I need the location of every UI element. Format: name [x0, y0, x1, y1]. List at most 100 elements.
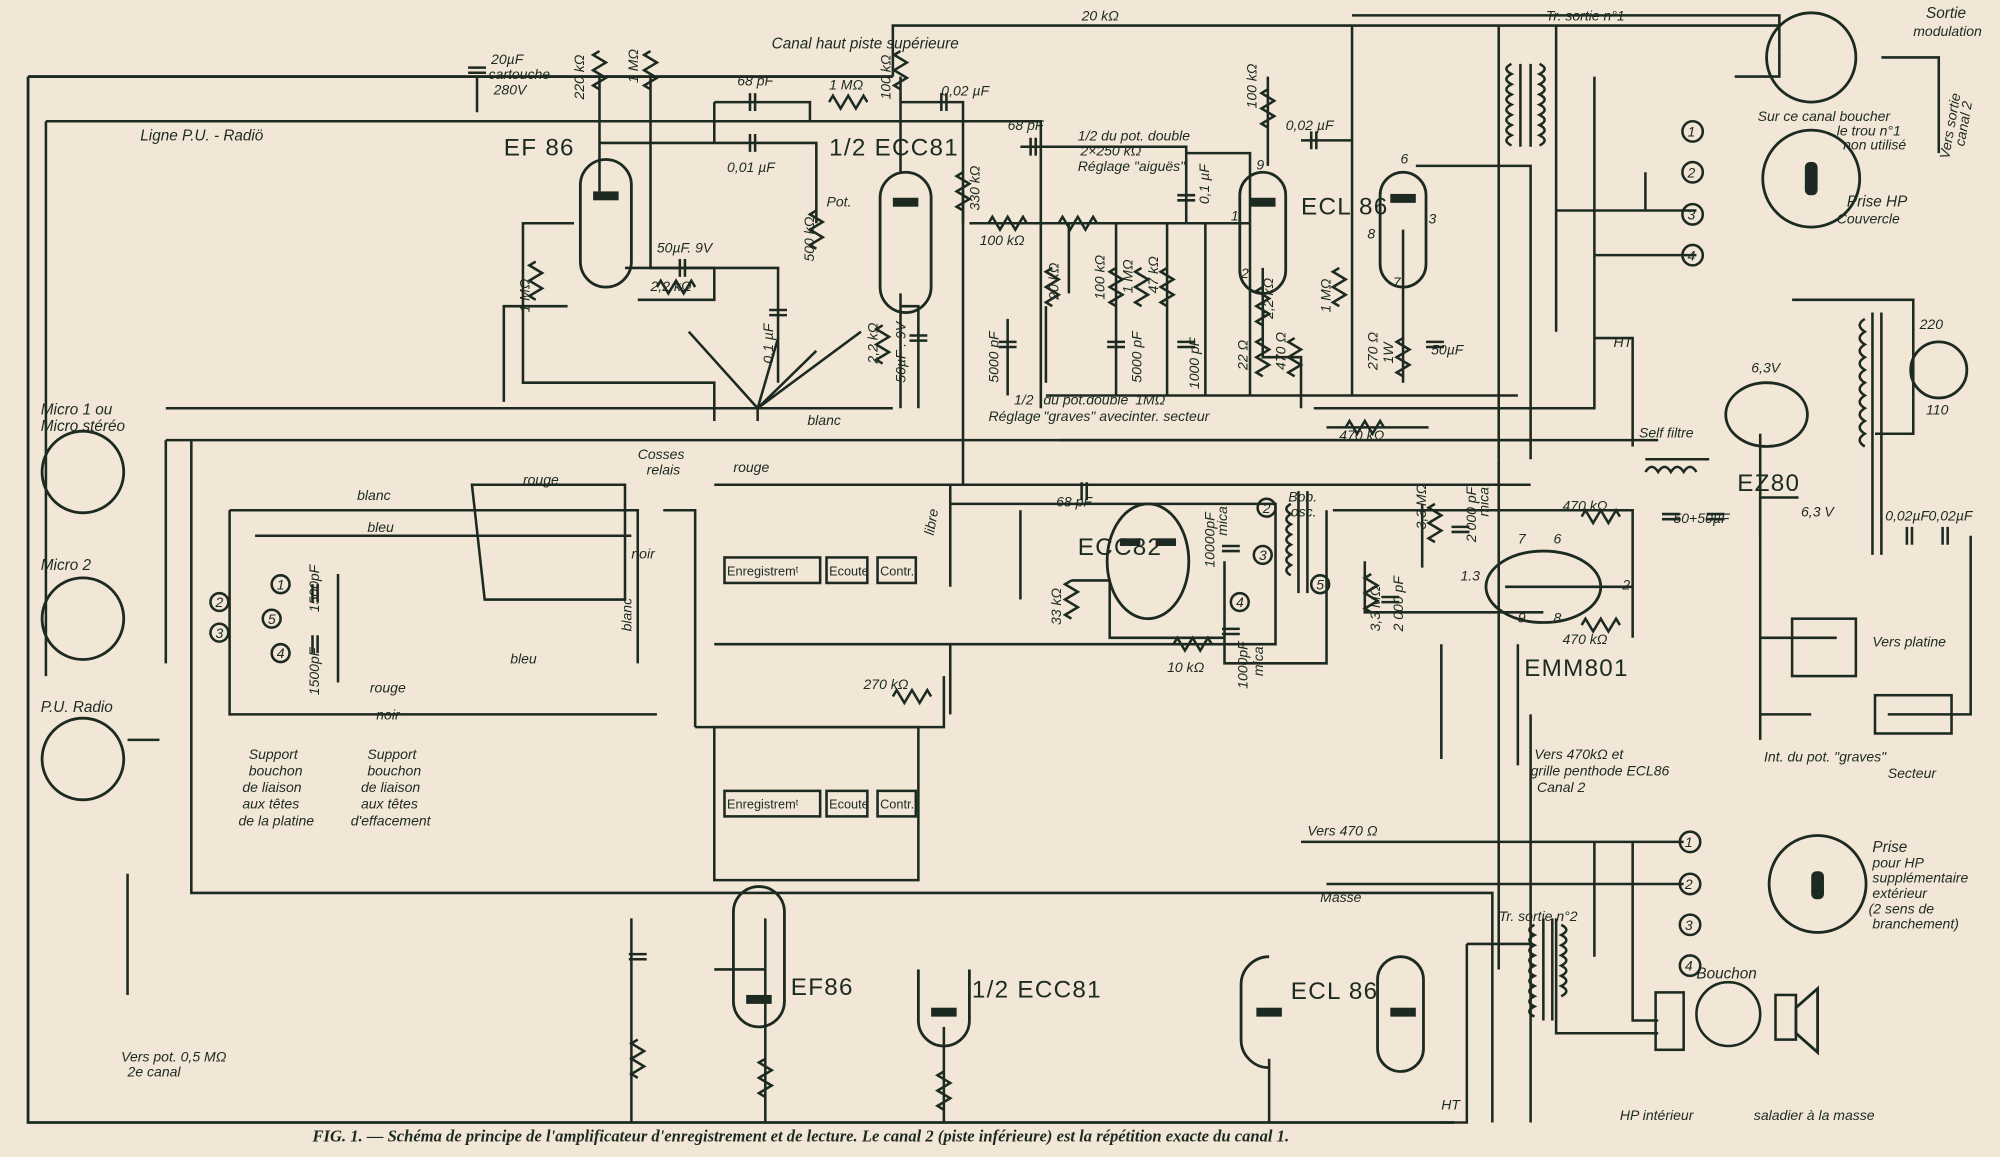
support-platine-1: Support — [249, 746, 299, 762]
vers-470k-l1: Vers 470kΩ et — [1534, 746, 1624, 762]
note-l3: non utilisé — [1843, 136, 1906, 152]
r-33k: 33 kΩ — [1048, 588, 1064, 625]
ecc82-label: ECC82 — [1078, 534, 1162, 561]
coil-pin-3: 3 — [1259, 547, 1267, 563]
contr-label-2: Contr. — [880, 797, 914, 812]
ind-r-470k-a: 470 kΩ — [1563, 497, 1608, 513]
out-r-100k: 100 kΩ — [1243, 63, 1259, 108]
ecl86-label: ECL 86 — [1301, 193, 1389, 220]
c-50uf: 50µF. 9V — [657, 240, 714, 256]
ht-label-2: HT — [1441, 1097, 1461, 1113]
coil-pin-5: 5 — [1316, 576, 1324, 592]
v110: 110 — [1926, 402, 1949, 418]
ecl86-pentode-ch2 — [1376, 955, 1425, 1073]
emm801-label: EMM801 — [1524, 655, 1629, 682]
sortie-l2: modulation — [1913, 23, 1982, 39]
ind-pin-2: 2 — [1621, 576, 1630, 592]
out-c-002: 0,02 µF — [1286, 117, 1335, 133]
ez80-label: EZ80 — [1737, 470, 1800, 497]
vers-470k-l3: Canal 2 — [1537, 779, 1586, 795]
support-platine-3: de liaison — [242, 779, 301, 795]
mica-1: mica — [1214, 506, 1230, 536]
pu-radio: P.U. Radio — [41, 699, 113, 716]
r-22k: 2,2 kΩ — [650, 278, 692, 294]
r-1m-b: 1 MΩ — [829, 76, 863, 92]
hp-pin-2: 2 — [1686, 164, 1695, 180]
sortie-l1: Sortie — [1926, 5, 1966, 22]
hp-pin-3: 3 — [1688, 206, 1696, 222]
ez80-tube — [1724, 381, 1809, 448]
wire-rouge-2: rouge — [370, 680, 406, 696]
out-c-50uf: 50µF — [1431, 342, 1465, 358]
out-c-01: 0,1 µF — [1196, 163, 1212, 204]
v63-b: 6,3 V — [1801, 504, 1835, 520]
mica-2: mica — [1250, 646, 1266, 676]
support-effacement-1: Support — [367, 746, 417, 762]
ecoute-label-2: Ecoute — [829, 797, 869, 812]
pin-2: 2 — [215, 594, 224, 610]
tone-c-5000: 5000 pF — [986, 330, 1002, 383]
c-1500pf-a: 1500pF — [306, 563, 322, 612]
cosses-l1: Cosses — [638, 446, 685, 462]
micro1-l2: Micro stéréo — [41, 418, 126, 435]
libre: libre — [921, 507, 941, 536]
ind-c-2000-b: 2 000 pF — [1390, 575, 1406, 633]
ecc82-tube — [1105, 502, 1191, 621]
ecl86-triode-ch2 — [1239, 955, 1270, 1070]
r-20k: 20 kΩ — [1081, 7, 1119, 23]
micro1-socket — [40, 429, 126, 515]
out-r-22k: 2,2 kΩ — [1260, 278, 1276, 320]
tubes — [578, 158, 1809, 1073]
btn-ecoute — [825, 556, 869, 585]
bass-pot-l4: "graves" avec — [1043, 408, 1129, 424]
coil-pin-4: 4 — [1236, 594, 1244, 610]
pin-9: 9 — [1256, 157, 1264, 173]
ind-pin-9: 9 — [1518, 610, 1526, 626]
r-220k: 220 kΩ — [571, 54, 587, 100]
support-effacement-2: bouchon — [367, 763, 421, 779]
ecc81-label: 1/2 ECC81 — [829, 135, 959, 162]
enregistrement-label: Enregistremᵗ — [727, 563, 799, 578]
selector-switches — [723, 556, 918, 818]
bass-pot-l2: Réglage — [989, 408, 1041, 424]
c-01: 0,1 µF — [760, 322, 776, 363]
self-filtre: Self filtre — [1639, 425, 1694, 441]
ecl86-ch2-label: ECL 86 — [1291, 978, 1379, 1005]
wire-blanc-2: blanc — [807, 412, 841, 428]
canal-label: Canal haut piste supérieure — [772, 36, 959, 53]
ligne-pu-radio: Ligne P.U. - Radiö — [140, 127, 264, 144]
bass-pot-l3: du pot.double — [1043, 391, 1128, 407]
osc-coil-pins: 2 3 4 5 — [1229, 497, 1331, 613]
wire-blanc-3: blanc — [618, 598, 634, 632]
ecc81-ch2-label: 1/2 ECC81 — [972, 977, 1102, 1004]
head-plug-pins: 1 2 3 4 5 — [209, 574, 291, 664]
prise-ext-3: supplémentaire — [1872, 870, 1968, 886]
vers-pot-l1: Vers pot. 0,5 MΩ — [121, 1048, 227, 1064]
prise-ext-5: (2 sens de — [1869, 900, 1935, 916]
pot-500k: 500 kΩ — [801, 216, 817, 261]
prise-ext-1: Prise — [1872, 839, 1907, 856]
secteur: Secteur — [1888, 765, 1938, 781]
ef86-ch2-label: EF86 — [791, 974, 854, 1001]
c-cartouche: cartouche — [489, 66, 551, 82]
ef86-label: EF 86 — [504, 135, 575, 162]
emm801-tube — [1484, 549, 1603, 624]
vers-pot-l2: 2e canal — [127, 1064, 182, 1080]
c-002b: 0,02µF — [1929, 507, 1974, 523]
note-l1: Sur ce canal boucher — [1758, 108, 1892, 124]
treble-pot-l3: Réglage "aiguës" — [1078, 158, 1186, 174]
ind-r-33m: 3,3 MΩ — [1413, 483, 1429, 529]
support-effacement-5: d'effacement — [351, 812, 432, 828]
ecc81-tube — [878, 170, 933, 314]
pin-3: 3 — [216, 625, 224, 641]
bass-pot-l1: 1/2 — [1014, 391, 1034, 407]
support-platine-2: bouchon — [249, 763, 303, 779]
components — [311, 49, 1949, 1112]
vers-sortie-l2: canal 2 — [1951, 100, 1975, 147]
micro2: Micro 2 — [41, 557, 92, 574]
prise-hp-l1: Prise HP — [1847, 194, 1908, 211]
ind-pin-7: 7 — [1518, 530, 1527, 546]
hp-pin-1: 1 — [1688, 124, 1696, 140]
treble-pot-l2: 2×250 kΩ — [1079, 143, 1141, 159]
sockets — [40, 11, 1969, 1056]
